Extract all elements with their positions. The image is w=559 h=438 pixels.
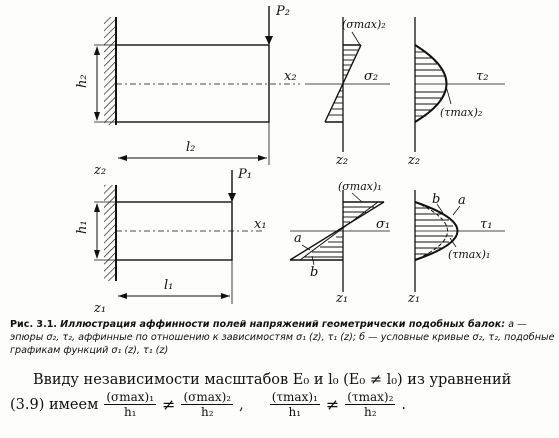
label-a-tau: a <box>458 193 466 208</box>
label-sigma-max1: (σmax)₁ <box>338 180 382 193</box>
label-z2-beam: z₂ <box>93 163 106 178</box>
body-line-1: Ввиду независимости масштабов E₀ и l₀ (E… <box>33 372 512 388</box>
separator: , <box>239 396 244 413</box>
frac4-numerator: (τmax)₂ <box>345 390 396 405</box>
beam-2 <box>115 44 270 123</box>
frac4-denominator: h₂ <box>364 405 377 419</box>
line2-prefix: (3.9) имеем <box>10 396 99 413</box>
label-tau1: τ₁ <box>480 217 492 232</box>
label-tau2: τ₂ <box>476 69 488 84</box>
tau2-parabola <box>414 44 448 123</box>
frac3-denominator: h₁ <box>288 405 302 419</box>
body-line-2: (3.9) имеем (σmax)₁ h₁ ≠ (σmax)₂ h₂ , (τ… <box>10 390 555 419</box>
figure: P₂ h₂ x₂ l₂ z₂ (σmax)₂ σ₂ z₂ τ₂ (τmax)₂ … <box>75 4 505 316</box>
label-z1-tau: z₁ <box>407 291 420 306</box>
label-x1: x₁ <box>254 217 267 232</box>
frac2-denominator: h₂ <box>201 405 214 419</box>
label-z1-beam: z₁ <box>93 301 106 316</box>
tau2-hatch <box>415 51 444 117</box>
fraction-tau1: (τmax)₁ h₁ <box>269 390 320 419</box>
load-arrowhead-1 <box>228 193 236 202</box>
frac3-numerator: (τmax)₁ <box>269 390 320 405</box>
label-x2: x₂ <box>284 69 297 84</box>
label-tau-max2: (τmax)₂ <box>440 106 482 119</box>
figure-caption: Рис. 3.1. Иллюстрация аффинности полей н… <box>10 318 555 357</box>
label-b-tau: b <box>432 192 440 207</box>
label-sigma-max2: (σmax)₂ <box>342 18 386 31</box>
fraction-sigma1: (σmax)₁ h₁ <box>104 390 157 419</box>
frac2-numerator: (σmax)₂ <box>181 390 234 405</box>
wall-hatch-2 <box>104 17 116 125</box>
label-h2: h₂ <box>75 74 90 88</box>
sigma2-line <box>324 44 362 123</box>
sigma1-hatch <box>304 206 374 258</box>
label-z1-sigma: z₁ <box>335 291 348 306</box>
label-z2-tau: z₂ <box>407 153 420 168</box>
sigma1-line-a <box>289 201 385 261</box>
label-l1: l₁ <box>164 278 173 293</box>
frac1-denominator: h₁ <box>123 405 137 419</box>
label-l2: l₂ <box>186 140 195 155</box>
fraction-sigma2: (σmax)₂ h₂ <box>181 390 234 419</box>
label-sigma1: σ₁ <box>376 217 390 232</box>
caption-label: Рис. 3.1. <box>10 319 58 330</box>
label-p1: P₁ <box>237 167 252 182</box>
neq-1: ≠ <box>162 395 176 414</box>
label-tau-max1: (τmax)₁ <box>448 248 490 261</box>
caption-rest: а — эпюры σ₂, τ₂, аффинные по отношению … <box>10 319 555 356</box>
neq-2: ≠ <box>325 395 340 414</box>
label-p2: P₂ <box>275 4 290 19</box>
sigma2-hatch <box>329 49 359 116</box>
label-h1: h₁ <box>75 220 90 234</box>
label-z2-sigma: z₂ <box>335 153 348 168</box>
period: . <box>401 396 406 413</box>
tau1-hatch <box>415 207 453 255</box>
label-b-sigma: b <box>310 265 318 280</box>
frac1-numerator: (σmax)₁ <box>104 390 157 405</box>
load-arrowhead-2 <box>265 36 273 45</box>
body-text: Ввиду независимости масштабов E₀ и l₀ (E… <box>10 372 555 419</box>
fraction-tau2: (τmax)₂ h₂ <box>345 390 396 419</box>
label-a-sigma: a <box>294 231 302 246</box>
label-sigma2: σ₂ <box>364 69 378 84</box>
caption-title: Иллюстрация аффинности полей напряжений … <box>60 319 506 330</box>
wall-hatch-1 <box>104 185 116 281</box>
